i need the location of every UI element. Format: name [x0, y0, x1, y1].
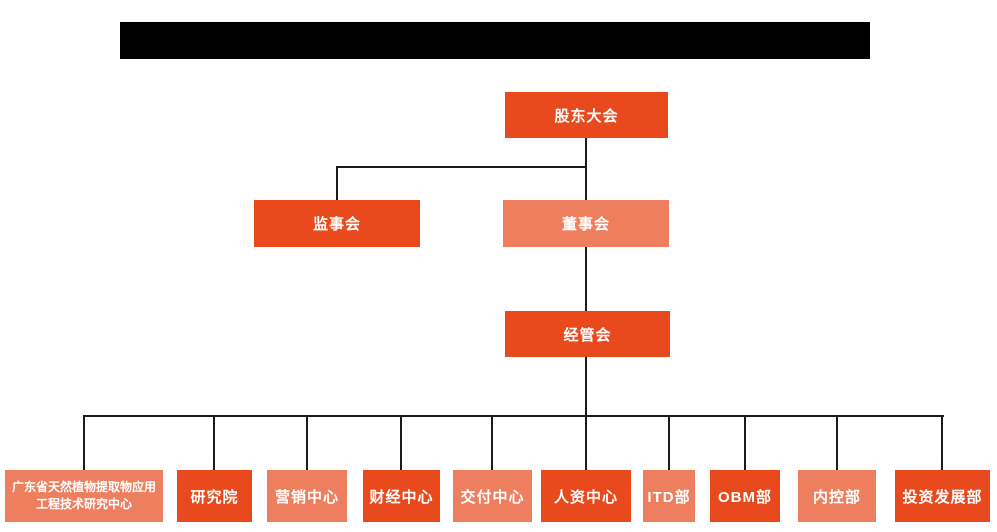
org-node-label: 人资中心: [553, 488, 618, 506]
org-node-internal-control-department: 内控部: [798, 470, 876, 522]
org-node-label: 内控部: [812, 488, 861, 506]
org-node-label: 投资发展部: [902, 488, 983, 506]
connector-line: [83, 415, 85, 470]
org-node-label: 财经中心: [369, 488, 434, 506]
connector-line: [744, 415, 746, 470]
org-node-label: OBM部: [718, 488, 772, 506]
org-node-hr-center: 人资中心: [541, 470, 631, 522]
connector-line: [84, 415, 944, 417]
org-node-shareholders-meeting: 股东大会: [505, 92, 668, 138]
connector-line: [836, 415, 838, 470]
org-node-label: 广东省天然植物提取物应用工程技术研究中心: [11, 479, 156, 511]
org-node-investment-development-department: 投资发展部: [895, 470, 990, 522]
org-node-research-center: 广东省天然植物提取物应用工程技术研究中心: [5, 470, 163, 522]
org-node-label: 研究院: [190, 488, 239, 506]
org-node-label: 董事会: [561, 216, 610, 233]
org-node-research-institute: 研究院: [177, 470, 252, 522]
connector-line: [585, 138, 587, 200]
connector-line: [585, 357, 587, 470]
connector-line: [668, 415, 670, 470]
org-node-board-of-directors: 董事会: [503, 200, 669, 247]
org-node-obm-department: OBM部: [710, 470, 780, 522]
org-node-label: 监事会: [312, 216, 361, 233]
connector-line: [336, 166, 587, 168]
org-node-label: 交付中心: [460, 488, 525, 506]
org-node-label: ITD部: [647, 488, 691, 506]
org-node-management-committee: 经管会: [505, 311, 670, 357]
connector-line: [336, 166, 338, 200]
connector-line: [213, 415, 215, 470]
connector-line: [585, 247, 587, 311]
org-node-delivery-center: 交付中心: [453, 470, 532, 522]
org-node-itd-department: ITD部: [643, 470, 695, 522]
connector-line: [941, 415, 943, 470]
org-node-finance-center: 财经中心: [363, 470, 440, 522]
org-node-marketing-center: 营销中心: [267, 470, 347, 522]
org-node-label: 营销中心: [274, 488, 339, 506]
connector-line: [306, 415, 308, 470]
org-node-label: 股东大会: [554, 107, 619, 125]
org-node-label: 经管会: [563, 326, 612, 344]
connector-line: [400, 415, 402, 470]
org-node-supervisory-board: 监事会: [254, 200, 420, 247]
connector-line: [491, 415, 493, 470]
title-redacted-bar: [120, 22, 870, 59]
